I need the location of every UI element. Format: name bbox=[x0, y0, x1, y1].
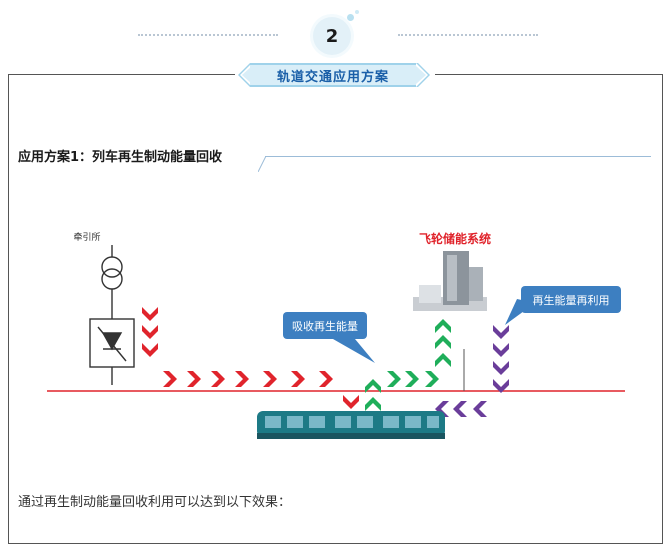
flywheel-unit-icon bbox=[413, 251, 487, 311]
section-heading: 应用方案1：列车再生制动能量回收 bbox=[18, 150, 223, 165]
green-arrows bbox=[365, 319, 451, 411]
absorb-tag-pointer bbox=[333, 339, 375, 363]
red-arrows-right bbox=[163, 371, 359, 409]
train-icon bbox=[257, 411, 445, 439]
decor-dot bbox=[355, 10, 359, 14]
banner-left-chevron-icon bbox=[238, 63, 252, 87]
left-dotted-divider bbox=[138, 34, 278, 36]
substation-label: 牵引所 bbox=[73, 232, 100, 243]
absorb-energy-tag: 吸收再生能量 bbox=[283, 312, 367, 339]
red-arrows-down bbox=[142, 307, 158, 357]
transformer-icon bbox=[89, 245, 135, 385]
regen-braking-diagram: 牵引所 bbox=[35, 215, 635, 460]
banner-title: 轨道交通应用方案 bbox=[250, 63, 416, 87]
reuse-energy-tag: 再生能量再利用 bbox=[521, 286, 621, 313]
section-number-badge: 2 bbox=[313, 17, 351, 55]
right-dotted-divider bbox=[398, 34, 538, 36]
heading-underline bbox=[265, 156, 651, 157]
heading-underline-slant bbox=[258, 156, 267, 172]
body-text: 通过再生制动能量回收利用可以达到以下效果： bbox=[18, 495, 292, 510]
flywheel-label: 飞轮储能系统 bbox=[419, 231, 491, 246]
decor-dot bbox=[347, 14, 354, 21]
purple-arrows bbox=[435, 325, 509, 417]
banner-right-chevron-icon bbox=[416, 63, 430, 87]
